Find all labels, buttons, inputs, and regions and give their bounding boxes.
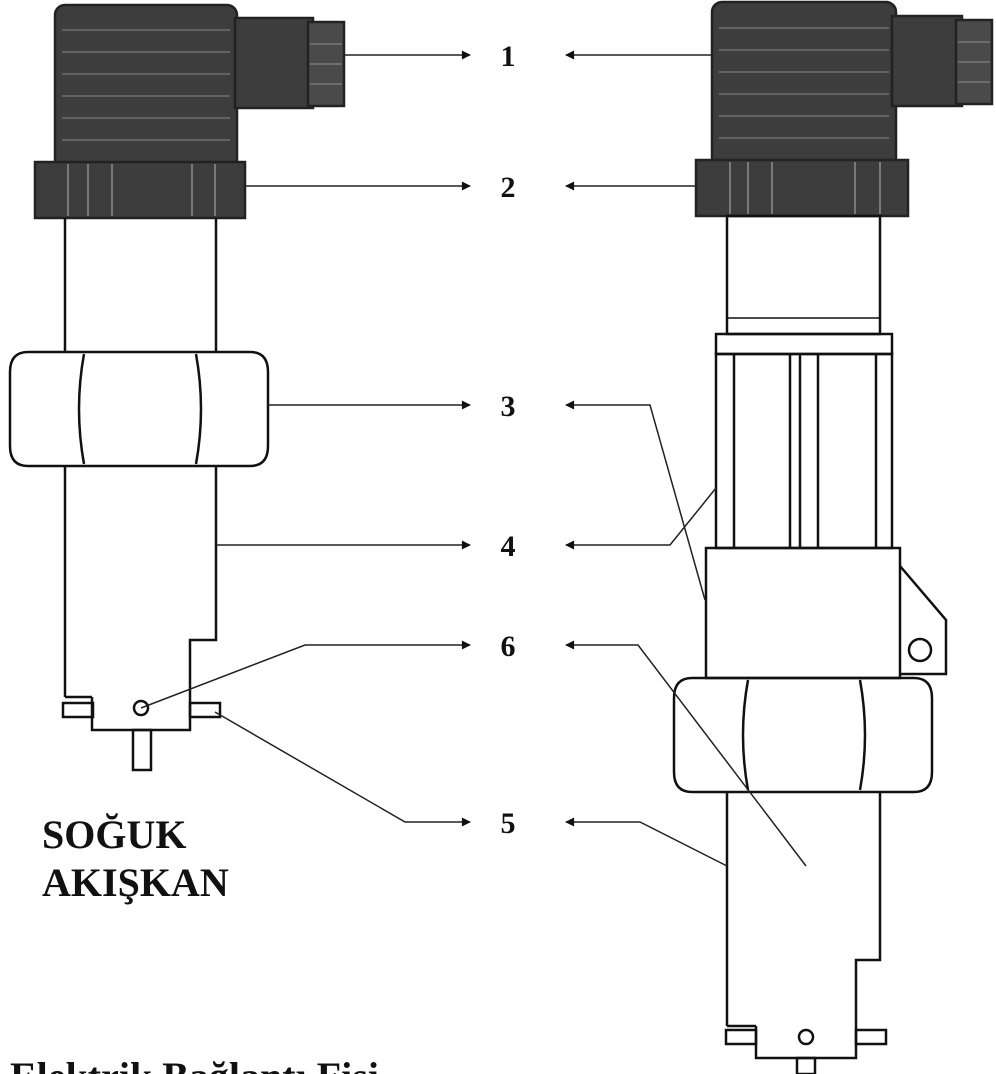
callout-1: 1 bbox=[501, 40, 516, 73]
right-hex-nut bbox=[672, 676, 934, 794]
callout-2: 2 bbox=[501, 171, 516, 204]
leader-3-right bbox=[565, 400, 706, 601]
left-upper-body bbox=[63, 218, 218, 352]
right-sensor bbox=[672, 0, 994, 1074]
right-leaders bbox=[565, 50, 807, 867]
callout-3: 3 bbox=[501, 390, 516, 423]
callout-6: 6 bbox=[501, 630, 516, 663]
right-lower-body bbox=[725, 792, 882, 1026]
right-cooling-fins bbox=[714, 332, 894, 550]
right-connector-plug bbox=[710, 0, 994, 169]
caption-line-1: SOĞUK bbox=[42, 812, 186, 857]
left-leaders bbox=[140, 50, 471, 827]
leader-6-left bbox=[140, 640, 471, 709]
right-upper-body bbox=[725, 214, 882, 336]
left-connector-plug bbox=[53, 3, 346, 172]
leader-6-right bbox=[565, 640, 807, 867]
caption-line-2: AKIŞKAN bbox=[42, 860, 229, 905]
right-mid-block bbox=[704, 546, 948, 680]
leader-5-left bbox=[214, 711, 471, 827]
leader-4-right bbox=[565, 487, 717, 550]
left-connector-nut bbox=[33, 160, 247, 220]
callout-4: 4 bbox=[501, 530, 516, 563]
callout-numbers: 1 2 3 4 6 5 bbox=[501, 40, 516, 840]
left-sensor bbox=[8, 3, 346, 772]
footer-title: Elektrik Bağlantı Fişi bbox=[10, 1054, 379, 1074]
callout-5: 5 bbox=[501, 807, 516, 840]
left-probe-tip bbox=[61, 697, 222, 772]
left-hex-nut bbox=[8, 350, 270, 468]
left-lower-body bbox=[63, 466, 218, 699]
right-probe-tip bbox=[724, 1024, 888, 1074]
right-connector-nut bbox=[694, 158, 910, 218]
leader-5-right bbox=[565, 817, 728, 867]
